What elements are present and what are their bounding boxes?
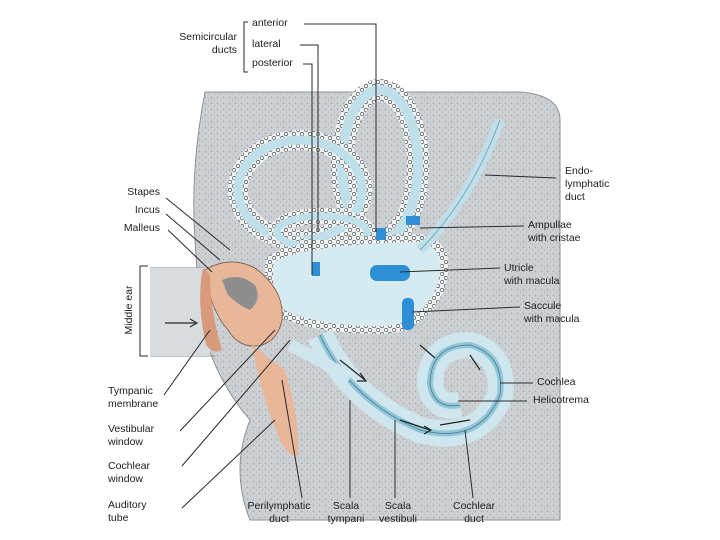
ampullae-label: Ampullae with cristae xyxy=(528,219,581,244)
semicircular-bracket xyxy=(243,21,248,73)
helicotrema-label: Helicotrema xyxy=(533,394,590,406)
utricle-macula xyxy=(370,265,410,281)
flow-arrows xyxy=(339,344,481,435)
cochlear-duct-label: Cochlear duct xyxy=(452,500,496,525)
cochlea-label: Cochlea xyxy=(537,376,576,388)
saccule-label: Saccule with macula xyxy=(524,300,580,325)
lateral-label: lateral xyxy=(252,38,281,50)
malleus-label: Malleus xyxy=(123,222,160,234)
incus-label: Incus xyxy=(134,204,160,216)
tympanic-membrane-label: Tympanic membrane xyxy=(108,385,159,410)
saccule-macula xyxy=(402,298,414,330)
scala-vestibuli-label: Scala vestibuli xyxy=(379,500,417,525)
leader-lines xyxy=(163,23,557,509)
ampulla-3 xyxy=(312,262,320,276)
middle-ear-wall xyxy=(150,268,210,356)
vestibular-window-label: Vestibular window xyxy=(108,423,155,448)
anterior-label: anterior xyxy=(252,17,288,29)
perilymphatic-duct xyxy=(287,339,354,384)
semicircular-ducts-label: Semicircular ducts xyxy=(179,31,237,56)
tympanic-membrane xyxy=(200,268,222,352)
scala-tympani-label: Scala tympani xyxy=(327,500,365,525)
utricle-label: Utricle with macula xyxy=(504,262,560,287)
endolymphatic-duct-label: Endo- lymphatic duct xyxy=(565,165,610,203)
middle-ear-label: Middle ear xyxy=(123,285,135,335)
auditory-tube xyxy=(252,345,299,456)
auditory-tube-label: Auditory tube xyxy=(108,499,147,524)
ossicles xyxy=(200,261,299,456)
ampulla-1 xyxy=(376,228,386,240)
ampulla-2 xyxy=(406,216,420,225)
cochlea xyxy=(308,329,514,447)
middle-ear-bracket xyxy=(139,265,148,357)
vestibule xyxy=(265,233,449,335)
malleus-shadow xyxy=(222,276,258,310)
posterior-label: posterior xyxy=(252,57,293,69)
stapes-label: Stapes xyxy=(127,186,160,198)
perilymphatic-duct-label: Perilymphatic duct xyxy=(247,500,311,525)
cochlear-window-label: Cochlear window xyxy=(108,460,151,485)
